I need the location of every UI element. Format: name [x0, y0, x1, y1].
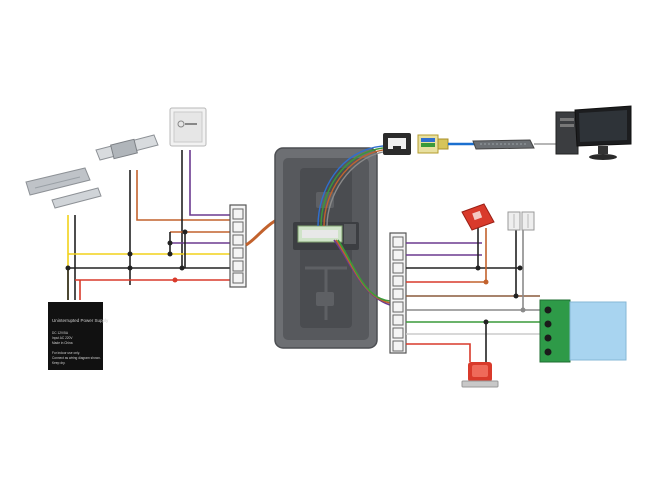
- ups-spec-3: Made in China: [52, 341, 73, 345]
- left-terminal-block: [229, 204, 247, 288]
- ups-note-3: Keep dry.: [52, 361, 66, 365]
- right-wire-group: [406, 228, 540, 362]
- ups-title: Uninterrupted Power Supply: [52, 318, 109, 323]
- junction-dots: [65, 229, 188, 283]
- ups-spec-1: DC 12V/5A: [52, 331, 69, 335]
- right-harness-cable: [333, 239, 391, 306]
- rj45-jack-icon: [383, 133, 411, 155]
- controller-terminal-block: [539, 299, 571, 363]
- left-wire-group: [67, 150, 230, 300]
- button-purple-wire: [189, 150, 230, 216]
- ups-power-supply: Uninterrupted Power Supply DC 12V/5A Inp…: [48, 302, 109, 370]
- network-cable-bundle: [317, 145, 384, 227]
- door-sensor-icon: [507, 211, 535, 231]
- network-switch-icon: [472, 139, 535, 150]
- electric-strike-icon: [95, 134, 159, 161]
- rj45-plug-icon: [417, 134, 449, 154]
- access-control-device: [274, 147, 378, 349]
- magnetic-lock-icon: [25, 167, 102, 209]
- ups-note-2: Connect as wiring diagram shown.: [52, 356, 101, 360]
- exit-button-icon: [169, 107, 207, 147]
- siren-icon: [461, 362, 499, 388]
- ups-note-1: For indoor use only.: [52, 351, 80, 355]
- computer-icon: [555, 105, 632, 160]
- right-junction-dots: [475, 265, 526, 325]
- right-terminal-block: [389, 232, 407, 354]
- fire-alarm-icon: [461, 203, 495, 231]
- strike-orange-wire: [136, 170, 230, 221]
- right-wire-red-2: [406, 343, 471, 362]
- controller-panel: [569, 301, 627, 361]
- ups-spec-2: Input AC 220V: [52, 336, 73, 340]
